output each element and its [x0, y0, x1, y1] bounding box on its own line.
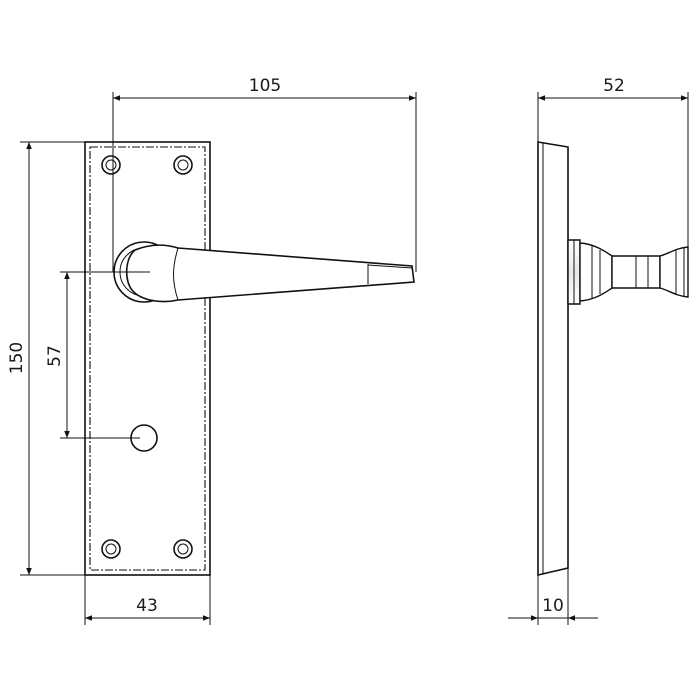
- dim-label-10: 10: [542, 596, 564, 616]
- dim-label-52: 52: [603, 76, 625, 96]
- dimension-52: 52: [537, 76, 689, 247]
- side-view: [537, 141, 689, 577]
- front-view: [84, 141, 415, 576]
- lever-handle-edge: [173, 247, 179, 301]
- screw-hole-bottom-right: [173, 539, 193, 559]
- screw-hole-bottom-left: [101, 539, 121, 559]
- backplate-edge: [89, 146, 206, 571]
- dim-label-43: 43: [136, 596, 158, 616]
- dimension-105: 105: [112, 76, 417, 272]
- screw-hole-top-right: [173, 155, 193, 175]
- side-end-cap: [659, 246, 689, 298]
- side-neck: [579, 242, 613, 302]
- screw-hole-top-left: [101, 155, 121, 175]
- lever-tip-line: [367, 264, 413, 269]
- dim-label-105: 105: [249, 76, 281, 96]
- dimension-57: 57: [45, 271, 150, 439]
- dimension-150: 150: [7, 141, 85, 576]
- dimension-43: 43: [84, 575, 211, 625]
- backplate: [84, 141, 211, 576]
- dimension-10: 10: [508, 568, 598, 625]
- lever-handle: [125, 244, 415, 303]
- dim-label-57: 57: [45, 345, 65, 367]
- dim-label-150: 150: [7, 342, 27, 374]
